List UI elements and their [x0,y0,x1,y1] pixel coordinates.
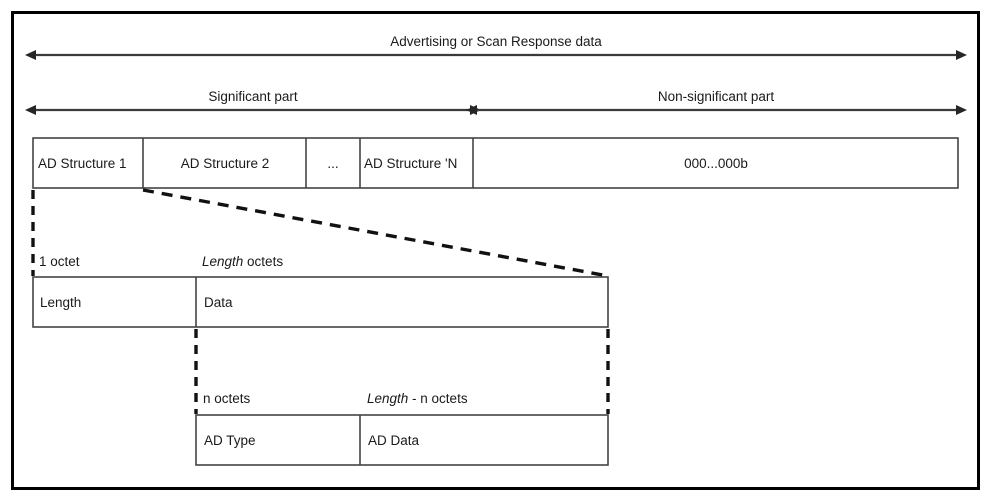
non-significant-part-label: Non-significant part [657,89,775,104]
size-label-length-octets-italic: Length [202,254,244,269]
cell-ad-data: AD Data [368,433,420,448]
ad-structure-row [32,137,959,189]
expansion-connector-lower [194,329,610,414]
size-label-length-minus-n-italic: Length [367,391,409,406]
cell-ad-structure-n: AD Structure 'N [364,156,458,171]
cell-ad-structure-2: AD Structure 2 [180,156,270,171]
size-label-length-minus-n-octets: Length - n octets [367,392,468,406]
size-label-length-octets: Length octets [202,255,283,269]
size-label-length-minus-n-rest: - n octets [408,391,468,406]
cell-zero-padding: 000...000b [684,156,748,171]
cell-data: Data [204,295,233,310]
significant-part-label: Significant part [208,89,298,104]
size-label-length-octets-rest: octets [243,254,284,269]
size-label-n-octets: n octets [203,391,251,406]
size-label-1-octet: 1 octet [39,254,80,269]
adtype-addata-row [195,414,609,466]
cell-ellipsis: ... [327,156,339,171]
length-data-row [32,276,609,328]
cell-ad-type: AD Type [204,433,256,448]
outer-frame [11,11,980,490]
expansion-connector-upper [31,188,609,278]
cell-ad-structure-1: AD Structure 1 [38,156,127,171]
cell-length: Length [40,295,82,310]
diagram-title: Advertising or Scan Response data [390,34,602,49]
